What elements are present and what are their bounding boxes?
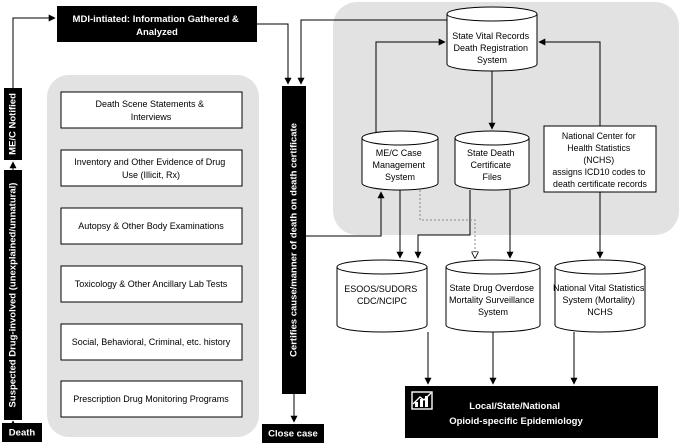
- arrow-certifies-to-mec: [306, 191, 385, 237]
- me-c-notified-label: ME/C Notified: [8, 93, 19, 155]
- nchs-box: National Center for Health Statistics (N…: [543, 125, 657, 193]
- nchs-line-5: death certificate records: [553, 179, 647, 189]
- info-item-toxicology-label: Toxicology & Other Ancillary Lab Tests: [75, 279, 228, 289]
- nchs-line-1: National Center for: [562, 131, 636, 141]
- arrow-mec-to-state-drug-dotted: [419, 190, 475, 258]
- arrow-notified-to-mdi: [12, 14, 56, 88]
- info-item-autopsy-label: Autopsy & Other Body Examinations: [78, 221, 224, 231]
- info-item-pdmp-label: Prescription Drug Monitoring Programs: [73, 394, 229, 404]
- mec-case-line-3: System: [385, 172, 415, 182]
- state-vital-line-2: Death Registration: [453, 43, 528, 53]
- svg-text:National Center for Heal: National Center for Health Statistics (N…: [552, 131, 647, 189]
- epi-line-2: Opioid-specific Epidemiology: [449, 416, 583, 427]
- mdi-line-1: MDI-intiated: Information Gathered &: [73, 14, 239, 25]
- epi-line-1: Local/State/National: [469, 401, 560, 412]
- state-death-files-db: State Death Certificate Files: [454, 130, 530, 191]
- mdi-line-2: Analyzed: [136, 27, 178, 38]
- close-case-box: [262, 424, 324, 443]
- mec-case-line-1: ME/C Case: [376, 148, 422, 158]
- state-vital-records-db: State Vital Records Death Registration S…: [446, 6, 538, 72]
- certifies-label: Certifies cause/manner of death on death…: [289, 123, 300, 357]
- suspected-bar: [4, 170, 22, 420]
- svg-text:State Vital Records Deat: State Vital Records Death Registration S…: [452, 31, 531, 65]
- info-item-inventory-line-1: Inventory and Other Evidence of Drug: [74, 157, 225, 167]
- svg-text:Inventory and Other Evidence o: Inventory and Other Evidence of Drug Use…: [74, 157, 228, 180]
- state-death-line-1: State Death: [467, 148, 515, 158]
- info-item-autopsy: Autopsy & Other Body Examinations: [60, 207, 243, 245]
- info-item-inventory-line-2: Use (Illicit, Rx): [122, 170, 180, 180]
- me-c-notified-bar: [4, 88, 22, 160]
- state-drug-line-2: Mortality Surveillance: [449, 295, 535, 305]
- svg-text:ESOOS/SUDORS CDC/NCIPC: ESOOS/SUDORS CDC/NCIPC: [344, 284, 420, 306]
- svg-text:State Drug Overdose Mort: State Drug Overdose Mortality Surveillan…: [449, 283, 537, 317]
- state-vital-line-3: System: [477, 55, 507, 65]
- nvss-db: National Vital Statistics System (Mortal…: [553, 259, 647, 333]
- close-case-label: Close case: [268, 429, 318, 440]
- nchs-line-3: (NCHS): [583, 155, 614, 165]
- nvss-line-2: System (Mortality): [562, 295, 635, 305]
- nvss-line-3: NCHS: [587, 307, 613, 317]
- mec-case-line-2: Management: [372, 160, 425, 170]
- info-item-scene-line-1: Death Scene Statements &: [95, 99, 204, 109]
- info-item-social-label: Social, Behavioral, Criminal, etc. histo…: [72, 337, 231, 347]
- svg-text:National Vital Statistics: National Vital Statistics System (Mortal…: [553, 283, 647, 317]
- svg-text:State Death Certificate: State Death Certificate Files: [467, 148, 517, 182]
- mdi-label: MDI-intiated: Information Gathered & Ana…: [73, 14, 242, 38]
- arrow-mec-to-vital: [375, 38, 446, 132]
- state-vital-line-1: State Vital Records: [452, 31, 529, 41]
- mdi-box: [57, 6, 257, 42]
- state-drug-line-3: System: [478, 307, 508, 317]
- svg-text:Death Scene Statements &: Death Scene Statements & Interviews: [95, 99, 206, 122]
- arrow-nchs-to-vital: [538, 38, 601, 126]
- nchs-line-2: Health Statistics: [567, 143, 631, 153]
- state-death-line-2: Certificate: [470, 160, 511, 170]
- esoos-db: ESOOS/SUDORS CDC/NCIPC: [336, 259, 428, 333]
- chart-growth-icon: [411, 391, 433, 410]
- mec-case-db: ME/C Case Management System: [361, 130, 439, 191]
- esoos-line-2: CDC/NCIPC: [357, 296, 408, 306]
- certifies-bar: [282, 86, 306, 394]
- death-label: Death: [9, 428, 36, 439]
- nvss-line-1: National Vital Statistics: [553, 283, 645, 293]
- info-item-scene-line-2: Interviews: [131, 112, 172, 122]
- death-box: [2, 423, 42, 442]
- esoos-line-1: ESOOS/SUDORS: [344, 284, 417, 294]
- epi-box: Local/State/National Opioid-specific Epi…: [405, 386, 658, 438]
- arrow-vital-to-certifies: [297, 19, 447, 85]
- arrow-mdi-to-certifies: [257, 23, 292, 85]
- connectors: [9, 14, 604, 428]
- state-drug-line-1: State Drug Overdose: [449, 283, 534, 293]
- arrow-death-files-to-esoos: [414, 190, 471, 259]
- svg-text:ME/C Case Management: ME/C Case Management System: [372, 148, 427, 182]
- state-drug-overdose-db: State Drug Overdose Mortality Surveillan…: [445, 259, 541, 333]
- info-item-scene: Death Scene Statements & Interviews: [60, 91, 243, 129]
- info-item-toxicology: Toxicology & Other Ancillary Lab Tests: [60, 265, 243, 303]
- info-item-pdmp: Prescription Drug Monitoring Programs: [60, 380, 243, 418]
- suspected-label: Suspected Drug-involved (unexplained/unn…: [8, 183, 19, 408]
- info-item-inventory: Inventory and Other Evidence of Drug Use…: [60, 149, 243, 187]
- svg-text:Local/State/National Opi: Local/State/National Opioid-specific Epi…: [449, 401, 583, 427]
- nchs-line-4: assigns ICD10 codes to: [552, 167, 645, 177]
- info-item-social: Social, Behavioral, Criminal, etc. histo…: [60, 323, 243, 361]
- state-death-line-3: Files: [482, 172, 502, 182]
